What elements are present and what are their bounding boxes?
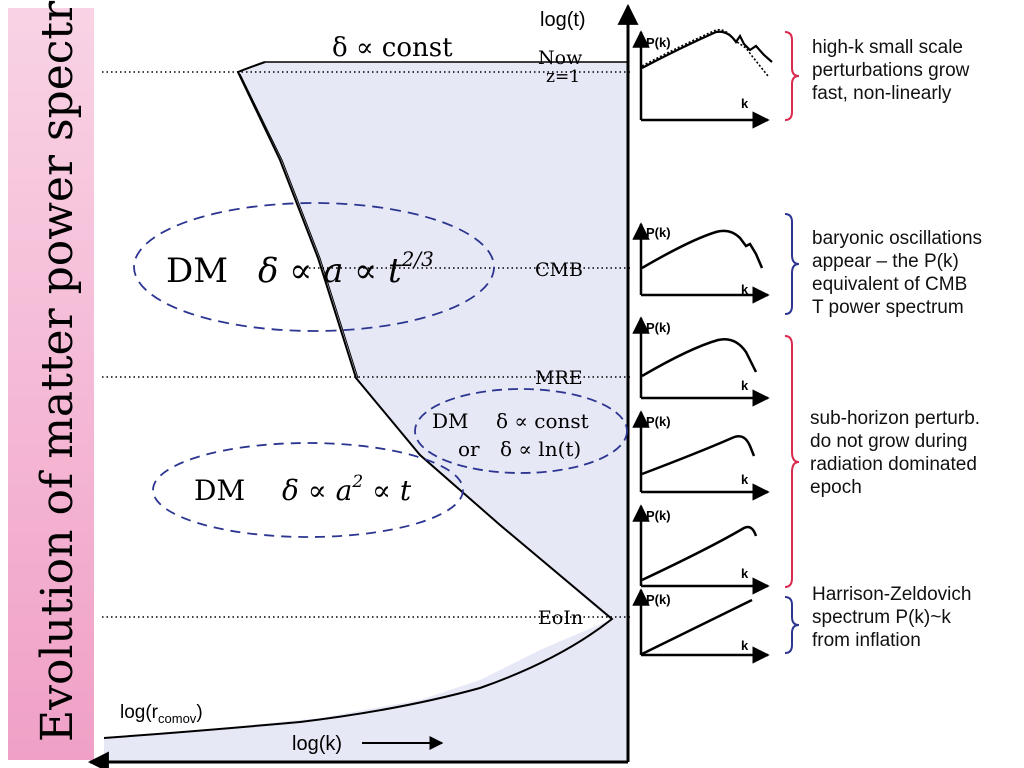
shaded-region	[104, 62, 628, 762]
spectrum-panel-cmb: P(k) k	[632, 222, 770, 304]
brace-harrison	[784, 596, 800, 654]
spectrum-panel-now: P(k) k	[632, 28, 773, 129]
annotation-line: perturbations grow	[812, 60, 970, 81]
panel-now-p-label: P(k)	[646, 35, 671, 50]
rcomov-label: log(rcomov)	[120, 702, 203, 726]
annotation-line: do not grow during	[810, 431, 968, 452]
panel-mid-p-label: P(k)	[646, 414, 671, 429]
horizon-curve-double	[239, 73, 359, 379]
annotation-line: from inflation	[812, 630, 921, 651]
panel-early-p-label: P(k)	[646, 508, 671, 523]
meszaros-or: or	[458, 437, 480, 461]
meszaros-regime-ellipse	[414, 388, 628, 474]
epoch-label-cmb: CMB	[535, 259, 583, 281]
panel-mre-k-label: k	[741, 378, 749, 393]
epoch-label-z1: z=1	[546, 67, 580, 87]
panel-early-k-label: k	[741, 566, 749, 581]
brace-subhorizon	[784, 335, 800, 588]
brace-baryonic	[784, 213, 800, 315]
matter-regime-dm: DM	[166, 251, 228, 291]
annotation-line: radiation dominated	[810, 454, 977, 475]
page-title: Evolution of matter power spectrum	[32, 0, 83, 742]
annotation-harrison: Harrison-Zeldovich spectrum P(k)~k from …	[812, 583, 971, 652]
superhorizon-dm: DM	[194, 474, 245, 507]
spectrum-panel-mid: P(k) k	[632, 410, 770, 501]
annotation-line: fast, non-linearly	[812, 83, 952, 104]
panel-mre-p-label: P(k)	[646, 320, 671, 335]
annotation-nonlinear: high-k small scale perturbations grow fa…	[812, 36, 969, 105]
brace-nonlinear	[784, 31, 800, 121]
annotation-line: spectrum P(k)~k	[812, 607, 951, 628]
horizon-curve	[103, 61, 614, 739]
matter-regime-formula: δ ∝ a ∝ t2/3	[258, 247, 434, 291]
matter-regime-ellipse	[133, 202, 495, 332]
meszaros-line2: δ ∝ ln(t)	[500, 437, 581, 461]
annotation-line: appear – the P(k)	[812, 251, 959, 272]
annotation-line: high-k small scale	[812, 37, 963, 58]
superhorizon-regime-ellipse	[152, 442, 464, 538]
regime-top-label: δ ∝ const	[332, 33, 453, 63]
annotation-baryonic: baryonic oscillations appear – the P(k) …	[812, 227, 982, 319]
annotation-line: Harrison-Zeldovich	[812, 584, 972, 605]
meszaros-line1: δ ∝ const	[496, 409, 589, 433]
spectrum-panel-mre: P(k) k	[632, 316, 770, 407]
panel-now-k-label: k	[741, 96, 749, 111]
time-axis-label: log(t)	[540, 9, 586, 31]
panel-inflation-k-label: k	[741, 638, 749, 653]
annotation-line: baryonic oscillations	[812, 228, 983, 249]
title-band	[8, 8, 94, 760]
panel-mid-k-label: k	[741, 472, 749, 487]
epoch-label-now: Now	[538, 47, 583, 69]
epoch-label-mre: MRE	[535, 367, 583, 389]
panel-inflation-p-label: P(k)	[646, 592, 671, 607]
annotation-line: epoch	[810, 477, 862, 498]
spectrum-panel-inflation: P(k) k	[632, 588, 770, 664]
epoch-label-eoin: EoIn	[538, 607, 583, 629]
panel-cmb-k-label: k	[741, 282, 749, 297]
annotation-line: equivalent of CMB	[812, 274, 968, 295]
spectrum-panel-early: P(k) k	[632, 504, 770, 595]
annotation-line: sub-horizon perturb.	[810, 408, 981, 429]
superhorizon-formula: δ ∝ a2 ∝ t	[282, 472, 412, 507]
panel-cmb-p-label: P(k)	[646, 225, 671, 240]
annotation-line: T power spectrum	[812, 297, 964, 318]
annotation-subhorizon: sub-horizon perturb. do not grow during …	[810, 407, 980, 499]
meszaros-dm: DM	[432, 409, 469, 433]
k-axis-label: log(k)	[292, 733, 342, 755]
